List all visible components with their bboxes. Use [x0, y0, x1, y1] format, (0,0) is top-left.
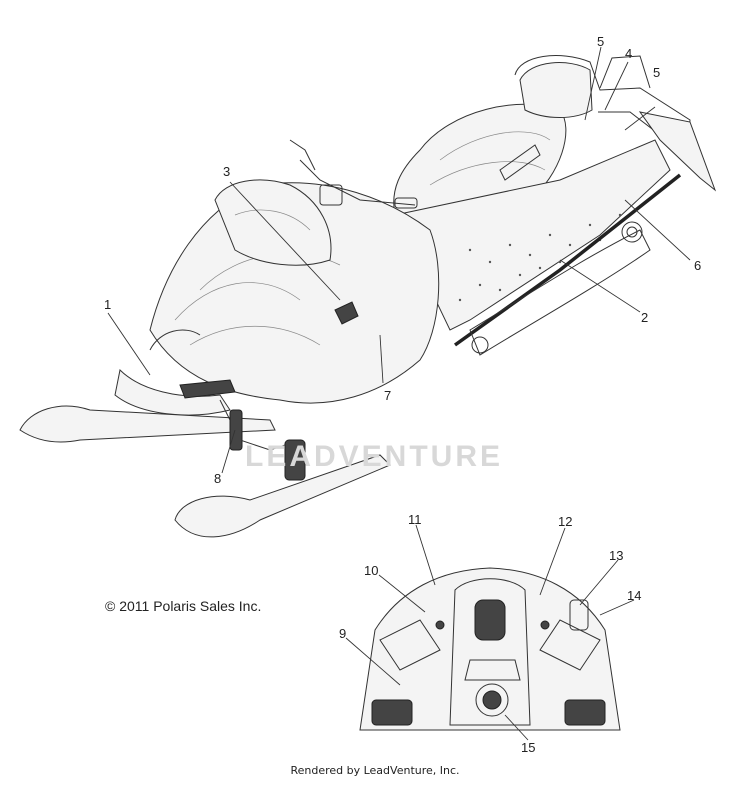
callout-13: 13: [609, 548, 623, 563]
left-shock: [229, 409, 243, 451]
windshield: [214, 179, 332, 266]
watermark: LEADVENTURE: [245, 440, 504, 473]
rear-idler-wheel: [621, 221, 643, 243]
callout-14: 14: [627, 588, 641, 603]
callout-3: 3: [223, 164, 230, 179]
hood-center-spine: [449, 578, 531, 726]
tunnel-decal-stripe: [453, 173, 682, 347]
callout-1: 1: [104, 297, 111, 312]
hood-right-panel: [539, 619, 601, 671]
right-ski: [174, 454, 391, 538]
snow-flap: [638, 111, 717, 192]
passenger-backrest: [519, 62, 593, 118]
track: [469, 229, 651, 356]
hood-nose-decal: [464, 659, 521, 681]
headlight: [149, 329, 201, 351]
right-fastener: [540, 620, 550, 630]
hood-center-vent: [474, 599, 506, 641]
tunnel-side: [394, 139, 671, 331]
copyright-notice: © 2011 Polaris Sales Inc.: [105, 598, 262, 614]
callout-5-upper: 5: [597, 34, 604, 49]
right-footrest: [564, 699, 606, 726]
hood-inset-illustration: [359, 567, 621, 731]
front-bumper: [114, 368, 231, 416]
callout-11: 11: [408, 512, 422, 527]
callout-8: 8: [214, 471, 221, 486]
left-footrest: [371, 699, 413, 726]
hood-left-panel: [379, 619, 441, 671]
callout-10: 10: [364, 563, 378, 578]
mirror-left: [289, 139, 316, 171]
right-shock: [284, 439, 306, 481]
leader-lines: [107, 46, 691, 741]
side-vent: [334, 301, 359, 325]
left-ski: [19, 405, 276, 443]
control-housing: [319, 184, 343, 206]
callout-5-right: 5: [653, 65, 660, 80]
callout-6: 6: [694, 258, 701, 273]
callout-15: 15: [521, 740, 535, 755]
callout-7: 7: [384, 388, 391, 403]
handlebar-grip: [394, 197, 418, 209]
side-mirror-housing: [569, 599, 589, 631]
snowmobile-illustration: [19, 55, 717, 538]
front-idler-wheel: [471, 336, 489, 354]
render-credit: Rendered by LeadVenture, Inc.: [290, 764, 460, 777]
hood-nose-emblem: [475, 683, 509, 717]
callout-4: 4: [625, 46, 632, 61]
callout-9: 9: [339, 626, 346, 641]
handlebar: [299, 159, 416, 206]
front-grille-decal: [179, 379, 236, 399]
callout-12: 12: [558, 514, 572, 529]
left-fastener: [435, 620, 445, 630]
callout-labels: 1 2 3 4 5 5 6 7 8 9 10 11 12 13 14 15: [104, 34, 701, 755]
seat-logo-decal: [499, 144, 541, 181]
callout-2: 2: [641, 310, 648, 325]
